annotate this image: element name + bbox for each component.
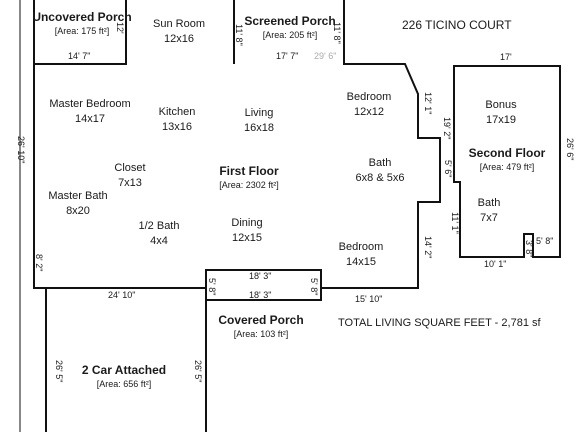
uncovered-porch-area: [Area: 175 ft²] bbox=[54, 26, 110, 36]
uncovered-porch-label: Uncovered Porch [Area: 175 ft²] bbox=[32, 10, 131, 38]
room-closet: Closet 7x13 bbox=[114, 161, 145, 191]
room-size: 13x16 bbox=[162, 121, 192, 133]
garage-label: 2 Car Attached [Area: 656 ft²] bbox=[82, 363, 166, 391]
dim-second-left-upper: 19' 2" bbox=[442, 117, 452, 140]
first-floor-title: First Floor bbox=[219, 164, 279, 178]
dim-porch-depth-right: 5' 8" bbox=[309, 278, 319, 296]
dim-bath-jog: 5' 6" bbox=[443, 160, 453, 178]
first-floor-label: First Floor [Area: 2302 ft²] bbox=[219, 164, 279, 192]
covered-porch-title: Covered Porch bbox=[218, 313, 304, 327]
room-name: Master Bedroom bbox=[49, 98, 131, 110]
room-size: 8x20 bbox=[66, 205, 90, 217]
room-name: Bedroom bbox=[338, 241, 384, 253]
room-size: 12x15 bbox=[232, 232, 262, 244]
room-size: 12x16 bbox=[164, 33, 194, 45]
room-size: 7x7 bbox=[480, 212, 498, 224]
room-size: 6x8 & 5x6 bbox=[355, 172, 405, 184]
first-floor-area: [Area: 2302 ft²] bbox=[219, 180, 279, 190]
dim-south-east: 15' 10" bbox=[355, 294, 383, 304]
dim-bedroom1-depth: 12' 1" bbox=[423, 92, 433, 115]
room-name: Bath bbox=[477, 197, 501, 209]
dim-screened-side-left: 11' 8" bbox=[234, 24, 244, 46]
room-size: 16x18 bbox=[244, 122, 274, 134]
dim-second-notch-h: 3' 8" bbox=[524, 240, 534, 258]
uncovered-porch-title: Uncovered Porch bbox=[32, 10, 132, 24]
dim-west-wall: 26' 10" bbox=[16, 136, 26, 164]
garage-area: [Area: 656 ft²] bbox=[96, 379, 152, 389]
room-dining: Dining 12x15 bbox=[231, 216, 262, 246]
screened-porch-area: [Area: 205 ft²] bbox=[262, 30, 318, 40]
second-floor-area: [Area: 479 ft²] bbox=[479, 162, 535, 172]
dim-uncovered-side: 12' bbox=[115, 22, 125, 34]
room-living: Living 16x18 bbox=[244, 106, 274, 136]
dim-second-left-lower: 11' 1" bbox=[450, 212, 460, 234]
room-master-bath: Master Bath 8x20 bbox=[48, 189, 107, 219]
dim-second-bottom: 10' 1" bbox=[484, 259, 507, 269]
room-master-bedroom: Master Bedroom 14x17 bbox=[49, 97, 130, 127]
dim-porch-depth-left: 5' 8" bbox=[207, 278, 217, 296]
covered-porch-label: Covered Porch [Area: 103 ft²] bbox=[218, 313, 303, 341]
dim-overall-top: 29' 6" bbox=[314, 51, 337, 61]
room-name: Bath bbox=[368, 157, 392, 169]
room-name: Living bbox=[244, 107, 274, 119]
total-living-sqft: TOTAL LIVING SQUARE FEET - 2,781 sf bbox=[338, 317, 541, 329]
garage-title: 2 Car Attached bbox=[81, 363, 167, 377]
dim-porch-top: 18' 3" bbox=[249, 271, 272, 281]
garage-outline bbox=[45, 288, 207, 432]
room-name: Bonus bbox=[485, 99, 517, 111]
room-name: Bedroom bbox=[346, 91, 392, 103]
screened-porch-label: Screened Porch [Area: 205 ft²] bbox=[244, 14, 335, 42]
dim-garage-right: 26' 5" bbox=[193, 360, 203, 383]
room-bonus: Bonus 17x19 bbox=[485, 98, 516, 128]
room-size: 14x17 bbox=[75, 113, 105, 125]
dim-second-top: 17' bbox=[500, 52, 512, 62]
room-name: Master Bath bbox=[48, 190, 108, 202]
room-size: 12x12 bbox=[354, 106, 384, 118]
room-half-bath: 1/2 Bath 4x4 bbox=[139, 219, 180, 249]
room-name: Dining bbox=[231, 217, 263, 229]
room-sun-room: Sun Room 12x16 bbox=[153, 17, 205, 47]
second-floor-outline bbox=[453, 65, 561, 258]
dim-bedroom2-depth: 14' 2" bbox=[423, 236, 433, 259]
room-bath-2: Bath 7x7 bbox=[478, 196, 501, 226]
room-bath: Bath 6x8 & 5x6 bbox=[356, 156, 405, 186]
room-size: 17x19 bbox=[486, 114, 516, 126]
room-kitchen: Kitchen 13x16 bbox=[159, 105, 196, 135]
dim-second-notch-w: 5' 8" bbox=[536, 236, 554, 246]
second-floor-title: Second Floor bbox=[468, 146, 546, 160]
second-floor-label: Second Floor [Area: 479 ft²] bbox=[469, 146, 546, 174]
address: 226 TICINO COURT bbox=[402, 18, 512, 32]
room-name: Kitchen bbox=[158, 106, 196, 118]
room-size: 14x15 bbox=[346, 256, 376, 268]
dim-screened-width: 17' 7" bbox=[276, 51, 299, 61]
dim-second-right: 26' 6" bbox=[565, 138, 575, 161]
room-size: 4x4 bbox=[150, 235, 168, 247]
room-size: 7x13 bbox=[118, 177, 142, 189]
room-bedroom-2: Bedroom 14x15 bbox=[339, 240, 384, 270]
dim-porch-bottom: 18' 3" bbox=[249, 290, 272, 300]
screened-porch-title: Screened Porch bbox=[244, 14, 336, 28]
room-name: Sun Room bbox=[153, 18, 205, 30]
room-name: Closet bbox=[114, 162, 146, 174]
covered-porch-area: [Area: 103 ft²] bbox=[233, 329, 289, 339]
dim-west-jog: 8' 2" bbox=[34, 254, 44, 272]
dim-garage-left: 26' 5" bbox=[54, 360, 64, 383]
room-name: 1/2 Bath bbox=[138, 220, 180, 232]
covered-porch-outline bbox=[205, 269, 322, 301]
dim-uncovered-width: 14' 7" bbox=[68, 51, 91, 61]
dim-garage-top: 24' 10" bbox=[108, 290, 136, 300]
room-bedroom-1: Bedroom 12x12 bbox=[347, 90, 392, 120]
dim-screened-side-right: 11' 8" bbox=[332, 22, 342, 44]
